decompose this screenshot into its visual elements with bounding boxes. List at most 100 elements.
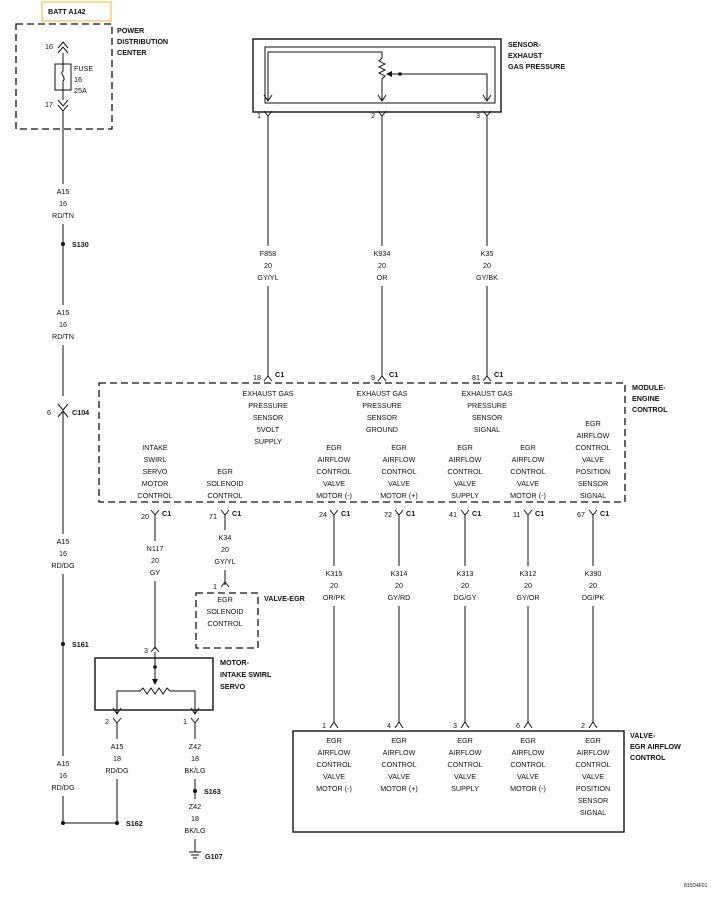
fuse-label-line-1: FUSE (74, 64, 93, 73)
ecm-bottom-pin-3-number: 24 (319, 510, 327, 519)
ecm-bottom-pin-5-number: 41 (449, 510, 457, 519)
motor-wire-2-color: BK/LG (184, 766, 206, 775)
ecm-top-pin-3-number: 81 (472, 373, 480, 382)
left-wire-3-gauge: 16 (59, 549, 67, 558)
left-wire-2-gauge: 16 (59, 320, 67, 329)
lower-wire-3-gauge: 20 (330, 581, 338, 590)
motor-intake-swirl-servo-box (94, 657, 214, 711)
ecm-bottom-desc-1-line-2: SWIRL (144, 455, 167, 464)
egr-valve-desc-2-line-3: CONTROL (381, 760, 416, 769)
lower-wire-3-code: K315 (326, 569, 343, 578)
lower-wire-1-color: GY (150, 568, 161, 577)
egr-valve-desc-5-line-6: SENSOR (578, 796, 608, 805)
ecm-top-desc-3-line-4: SIGNAL (474, 425, 500, 434)
motor-internal-dot (153, 665, 157, 669)
egr-valve-desc-3-line-4: VALVE (454, 772, 476, 781)
sensor-wire-2-label-bg (364, 246, 400, 286)
sensor-wire-1-label-bg (250, 246, 286, 286)
ecm-top-pin-2-number: 9 (371, 373, 375, 382)
ecm-top-desc-3-line-1: EXHAUST GAS (462, 389, 513, 398)
egr-valve-pin-1: 1 (322, 721, 326, 730)
valve-egr-box (195, 592, 259, 649)
sensor-pin-3: 3 (476, 111, 480, 120)
sensor-wiper-wire (389, 73, 488, 100)
ecm-title-line-1: MODULE- (632, 383, 666, 392)
left-wire-4-gauge: 16 (59, 771, 67, 780)
sensor-wire-3-color: GY/BK (476, 273, 498, 282)
valve-egr-desc-line-1: EGR (217, 595, 233, 604)
sensor-wiper-dot (398, 72, 402, 76)
motor-top-pin: 3 (144, 646, 148, 655)
ecm-bottom-pin-1-conn: C1 (162, 509, 171, 518)
lower-wire-5-label-bg (447, 566, 483, 606)
lower-wire-7-gauge: 20 (589, 581, 597, 590)
egr-valve-desc-5-line-5: POSITION (576, 784, 610, 793)
ecm-top-desc-2-line-2: PRESSURE (362, 401, 402, 410)
motor-wiper-arrow-icon (152, 679, 158, 685)
ecm-title-line-2: ENGINE (632, 394, 660, 403)
engine-control-module-box (98, 382, 626, 503)
valve-egr-pin: 1 (213, 582, 217, 591)
ecm-bottom-pin-3-conn: C1 (341, 509, 350, 518)
ecm-bottom-desc-1-line-4: MOTOR (142, 479, 169, 488)
ecm-bottom-desc-2-line-3: CONTROL (207, 491, 242, 500)
ecm-bottom-pin-4-number: 72 (384, 510, 392, 519)
ecm-bottom-desc-4-line-2: AIRFLOW (383, 455, 416, 464)
lower-wire-1-gauge: 20 (151, 556, 159, 565)
egr-valve-pin-5: 2 (581, 721, 585, 730)
ecm-title-line-3: CONTROL (632, 405, 668, 414)
lower-wire-5-color: DG/GY (453, 593, 476, 602)
ecm-top-desc-3-line-2: PRESSURE (467, 401, 507, 410)
ecm-top-desc-3-line-3: SENSOR (472, 413, 502, 422)
ecm-bottom-desc-7-line-3: CONTROL (575, 443, 610, 452)
ecm-bottom-desc-6-line-2: AIRFLOW (512, 455, 545, 464)
sensor-pin-2: 2 (371, 111, 375, 120)
ecm-bottom-desc-1-line-3: SERVO (142, 467, 167, 476)
egr-valve-pin-4: 6 (516, 721, 520, 730)
sensor-title-line-2: EXHAUST (508, 51, 543, 60)
lower-wire-5-gauge: 20 (461, 581, 469, 590)
lower-wire-1-code: N117 (147, 544, 164, 553)
lower-wire-4-code: K314 (391, 569, 408, 578)
sensor-wire-2-code: K934 (374, 249, 391, 258)
left-wire-1-gauge: 16 (59, 199, 67, 208)
sensor-internal-arrows-icon (263, 94, 492, 102)
pdc-connector-top-icon (57, 41, 69, 54)
lower-wire-1-label-bg (137, 541, 173, 581)
ecm-top-desc-1-line-5: SUPPLY (254, 437, 282, 446)
ecm-top-connector-arrows-icon (263, 375, 492, 382)
splice-s162-left-dot (61, 821, 65, 825)
ecm-bottom-desc-6-line-3: CONTROL (510, 467, 545, 476)
motor-right-pin: 1 (183, 717, 187, 726)
ecm-top-desc-1-line-4: 5VOLT (257, 425, 280, 434)
ecm-bottom-pin-2-conn: C1 (232, 509, 241, 518)
ecm-top-pin-1-conn: C1 (275, 370, 284, 379)
fuse-label-line-3: 25A (74, 86, 87, 95)
egr-valve-title-line-2: EGR AIRFLOW (630, 742, 681, 751)
splice-s161-dot (61, 642, 65, 646)
exhaust-sensor-outer-box (252, 38, 502, 113)
splice-s161-label: S161 (72, 640, 89, 649)
sensor-resistor-icon (377, 57, 387, 100)
motor-resistor-icon (116, 687, 196, 714)
ecm-bottom-desc-7-line-2: AIRFLOW (577, 431, 610, 440)
egr-valve-desc-3-line-3: CONTROL (447, 760, 482, 769)
egr-airflow-control-valve-box (292, 730, 625, 833)
egr-valve-title-line-1: VALVE- (630, 731, 656, 740)
lower-wire-5-code: K313 (457, 569, 474, 578)
lower-wire-2-color: GY/YL (214, 557, 235, 566)
ecm-bottom-connector-arrows-icon (150, 509, 598, 516)
splice-s163-label: S163 (204, 787, 221, 796)
left-wire-4-code: A15 (57, 759, 70, 768)
lower-wire-6-code: K312 (520, 569, 537, 578)
egr-valve-desc-4-line-3: CONTROL (510, 760, 545, 769)
motor-left-pin: 2 (105, 717, 109, 726)
ecm-top-pin-1-number: 18 (253, 373, 261, 382)
ground-label: G107 (205, 852, 223, 861)
ecm-top-desc-2-line-3: SENSOR (367, 413, 397, 422)
motor-wire-1-color: RD/DG (105, 766, 129, 775)
ecm-top-desc-1-line-1: EXHAUST GAS (243, 389, 294, 398)
ecm-top-desc-2-line-1: EXHAUST GAS (357, 389, 408, 398)
valve-egr-desc-line-2: SOLENOID (206, 607, 243, 616)
